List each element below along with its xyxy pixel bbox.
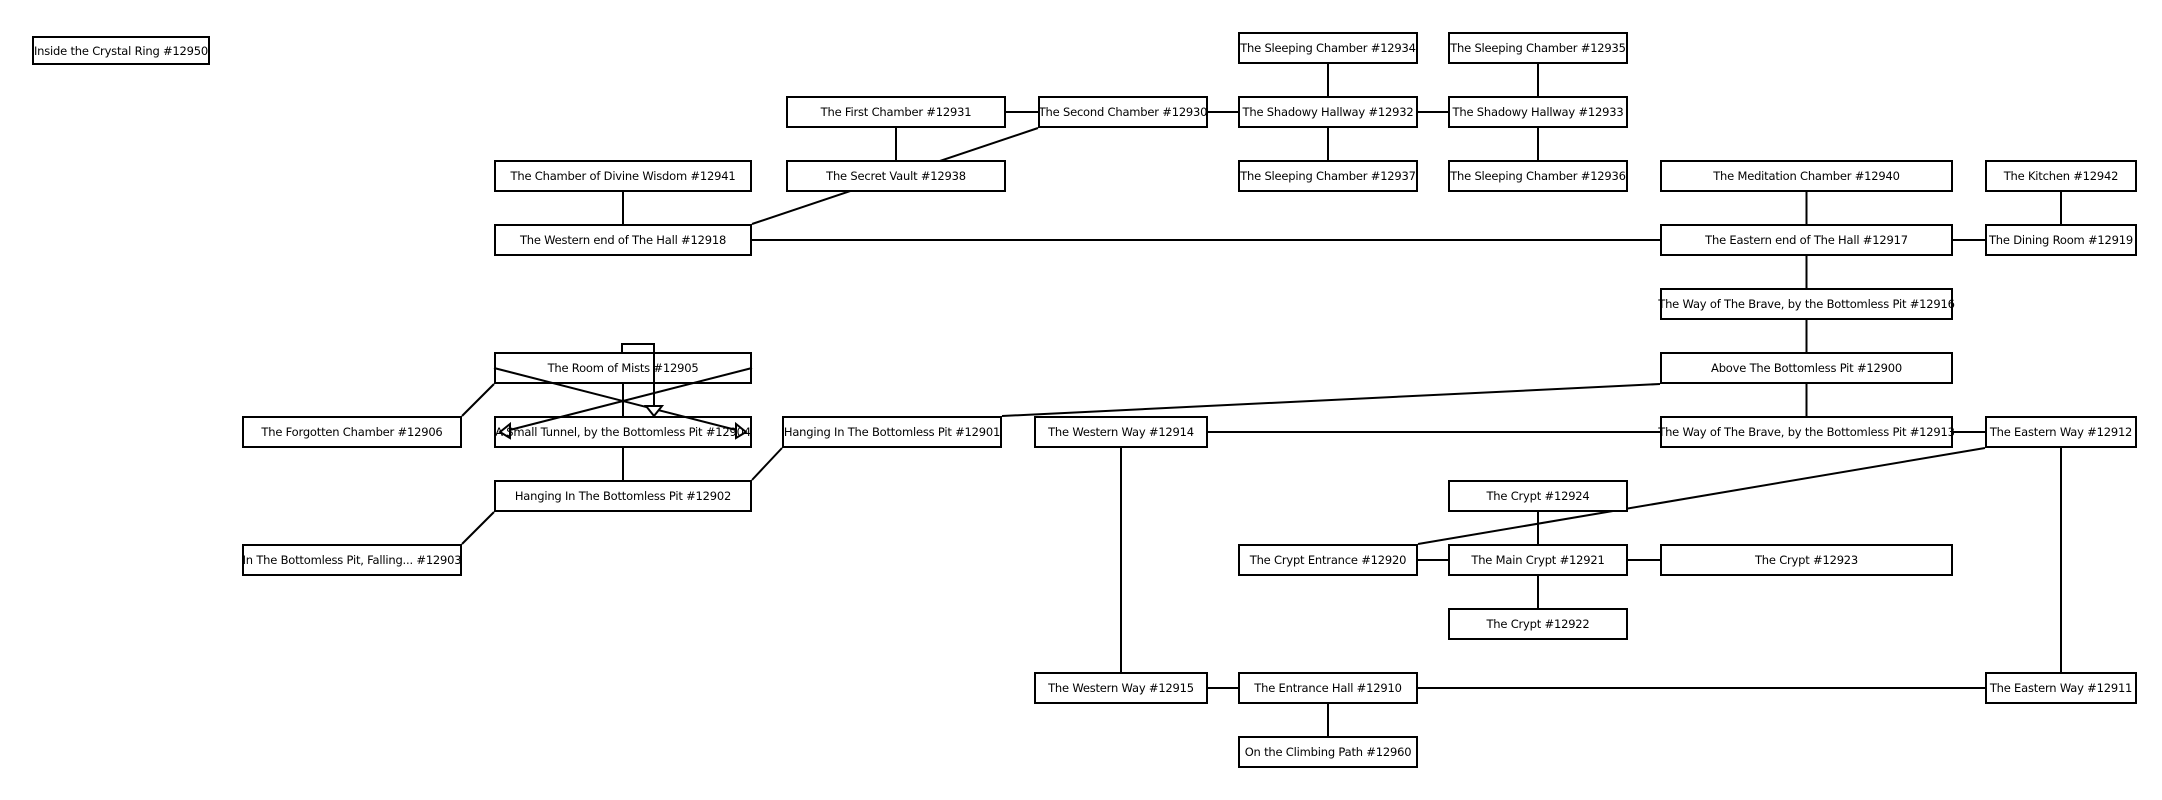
room-node[interactable]: The Crypt #12922 bbox=[1448, 608, 1628, 640]
room-label: The Crypt Entrance #12920 bbox=[1249, 553, 1407, 567]
room-node[interactable]: The Sleeping Chamber #12935 bbox=[1448, 32, 1628, 64]
room-node[interactable]: The Shadowy Hallway #12933 bbox=[1448, 96, 1628, 128]
arrowhead-icon bbox=[735, 421, 748, 440]
room-label: The Shadowy Hallway #12932 bbox=[1242, 105, 1414, 119]
room-node[interactable]: The Sleeping Chamber #12937 bbox=[1238, 160, 1418, 192]
room-label: The Kitchen #12942 bbox=[2003, 169, 2119, 183]
room-node[interactable]: The First Chamber #12931 bbox=[786, 96, 1006, 128]
room-label: The Crypt #12923 bbox=[1754, 553, 1859, 567]
room-label: The Meditation Chamber #12940 bbox=[1713, 169, 1900, 183]
room-label: The Western end of The Hall #12918 bbox=[519, 233, 727, 247]
room-node[interactable]: The Entrance Hall #12910 bbox=[1238, 672, 1418, 704]
room-node[interactable]: The Main Crypt #12921 bbox=[1448, 544, 1628, 576]
connection-line bbox=[461, 511, 495, 545]
room-label: On the Climbing Path #12960 bbox=[1244, 745, 1412, 759]
room-node[interactable]: Hanging In The Bottomless Pit #12902 bbox=[494, 480, 752, 512]
room-label: The First Chamber #12931 bbox=[820, 105, 972, 119]
room-label: The Sleeping Chamber #12935 bbox=[1450, 41, 1626, 55]
room-label: The Second Chamber #12930 bbox=[1038, 105, 1208, 119]
room-label: The Shadowy Hallway #12933 bbox=[1452, 105, 1624, 119]
room-node[interactable]: The Way of The Brave, by the Bottomless … bbox=[1658, 416, 1955, 448]
room-label: Inside the Crystal Ring #12950 bbox=[33, 43, 209, 58]
room-label: The Sleeping Chamber #12936 bbox=[1450, 169, 1626, 183]
room-label: The Western Way #12914 bbox=[1048, 425, 1194, 439]
room-node[interactable]: The Meditation Chamber #12940 bbox=[1660, 160, 1953, 192]
room-label: The Room of Mists #12905 bbox=[547, 361, 699, 375]
room-node[interactable]: The Western end of The Hall #12918 bbox=[494, 224, 752, 256]
room-node[interactable]: Hanging In The Bottomless Pit #12901 bbox=[782, 416, 1002, 448]
room-label: Above The Bottomless Pit #12900 bbox=[1711, 361, 1902, 375]
connection-line bbox=[501, 367, 753, 433]
room-label: The Main Crypt #12921 bbox=[1471, 553, 1605, 567]
room-label: The Forgotten Chamber #12906 bbox=[261, 425, 443, 439]
room-node[interactable]: The Secret Vault #12938 bbox=[786, 160, 1006, 192]
room-label: The Sleeping Chamber #12934 bbox=[1240, 41, 1416, 55]
room-node[interactable]: The Second Chamber #12930 bbox=[1038, 96, 1208, 128]
room-label: The Chamber of Divine Wisdom #12941 bbox=[510, 169, 736, 183]
connection-line bbox=[1417, 447, 1986, 545]
room-node[interactable]: The Way of The Brave, by the Bottomless … bbox=[1658, 288, 1955, 320]
room-node[interactable]: The Sleeping Chamber #12934 bbox=[1238, 32, 1418, 64]
room-node[interactable]: The Crypt Entrance #12920 bbox=[1238, 544, 1418, 576]
room-node[interactable]: The Western Way #12914 bbox=[1034, 416, 1208, 448]
room-label: The Way of The Brave, by the Bottomless … bbox=[1658, 297, 1955, 311]
room-node[interactable]: The Room of Mists #12905 bbox=[494, 352, 752, 384]
connection-line bbox=[621, 343, 655, 408]
room-node[interactable]: The Chamber of Divine Wisdom #12941 bbox=[494, 160, 752, 192]
room-label: The Western Way #12915 bbox=[1048, 681, 1194, 695]
room-label: The Eastern end of The Hall #12917 bbox=[1705, 233, 1908, 247]
arrowhead-icon bbox=[498, 421, 511, 440]
room-node[interactable]: The Eastern Way #12911 bbox=[1985, 672, 2137, 704]
room-node[interactable]: The Forgotten Chamber #12906 bbox=[242, 416, 462, 448]
room-node[interactable]: In The Bottomless Pit, Falling... #12903 bbox=[242, 544, 462, 576]
room-node[interactable]: The Eastern end of The Hall #12917 bbox=[1660, 224, 1953, 256]
connection-line bbox=[461, 383, 495, 417]
room-label: The Crypt #12922 bbox=[1486, 617, 1590, 631]
room-node[interactable]: The Crypt #12924 bbox=[1448, 480, 1628, 512]
room-node[interactable]: The Western Way #12915 bbox=[1034, 672, 1208, 704]
room-node[interactable]: The Dining Room #12919 bbox=[1985, 224, 2137, 256]
room-node[interactable]: The Sleeping Chamber #12936 bbox=[1448, 160, 1628, 192]
room-label: The Way of The Brave, by the Bottomless … bbox=[1658, 425, 1955, 439]
room-label: A Small Tunnel, by the Bottomless Pit #1… bbox=[495, 425, 751, 439]
room-label: In The Bottomless Pit, Falling... #12903 bbox=[242, 553, 462, 567]
room-node[interactable]: The Crypt #12923 bbox=[1660, 544, 1953, 576]
connection-line bbox=[493, 367, 745, 433]
room-label: The Crypt #12924 bbox=[1486, 489, 1590, 503]
room-node[interactable]: The Eastern Way #12912 bbox=[1985, 416, 2137, 448]
room-label: The Entrance Hall #12910 bbox=[1254, 681, 1402, 695]
room-label: Hanging In The Bottomless Pit #12902 bbox=[514, 489, 732, 503]
room-node[interactable]: The Shadowy Hallway #12932 bbox=[1238, 96, 1418, 128]
room-label: The Secret Vault #12938 bbox=[826, 169, 966, 183]
room-node[interactable]: The Kitchen #12942 bbox=[1985, 160, 2137, 192]
room-node[interactable]: Inside the Crystal Ring #12950 bbox=[32, 36, 210, 65]
connection-line bbox=[751, 447, 783, 481]
connection-line bbox=[1001, 383, 1661, 417]
room-node[interactable]: On the Climbing Path #12960 bbox=[1238, 736, 1418, 768]
room-label: The Sleeping Chamber #12937 bbox=[1240, 169, 1416, 183]
room-label: The Eastern Way #12911 bbox=[1989, 681, 2133, 695]
room-label: The Eastern Way #12912 bbox=[1989, 425, 2133, 439]
arrowhead-icon bbox=[643, 405, 665, 418]
room-label: Hanging In The Bottomless Pit #12901 bbox=[783, 425, 1001, 439]
room-label: The Dining Room #12919 bbox=[1988, 233, 2134, 247]
room-node[interactable]: Above The Bottomless Pit #12900 bbox=[1660, 352, 1953, 384]
room-node[interactable]: A Small Tunnel, by the Bottomless Pit #1… bbox=[494, 416, 752, 448]
